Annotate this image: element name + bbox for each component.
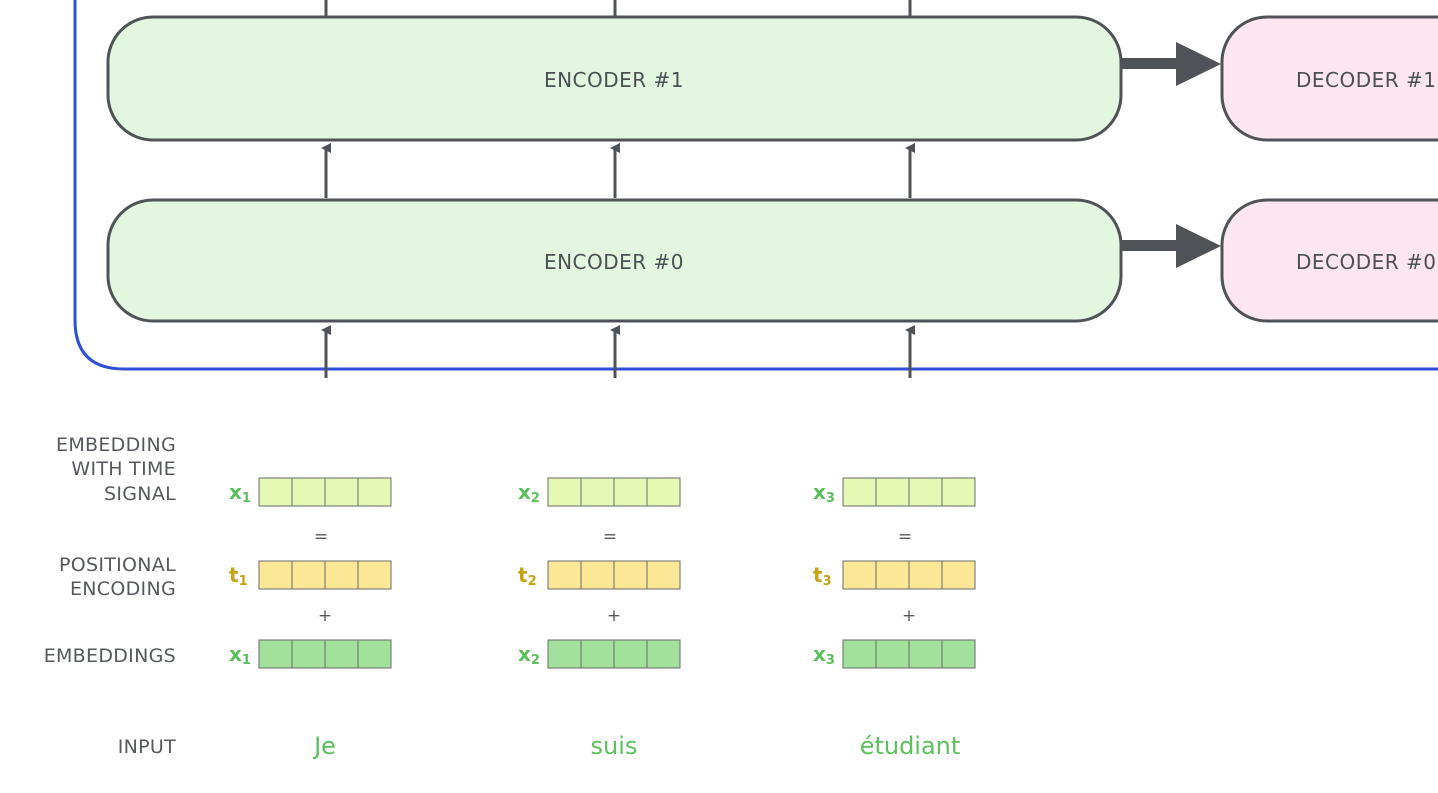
decoder-0-box: DECODER #0 [1220, 198, 1438, 323]
encoder-1-label: ENCODER #1 [544, 68, 684, 92]
encoder-0-to-decoder-0-arrow [1121, 224, 1221, 268]
time-vector-1-cell-2 [291, 477, 326, 507]
equals-sign-1: = [314, 527, 328, 547]
emb-symbol-subscript-1: 1 [242, 653, 251, 668]
emb-symbol-2: x2 [518, 642, 540, 668]
pos-vector-3-cell-4 [941, 560, 976, 590]
emb-vector-2-cell-2 [580, 639, 615, 669]
token-column-1: x1 t1 x1 = + Je [229, 477, 392, 760]
time-vector-2-cell-3 [613, 477, 648, 507]
time-symbol-subscript-1: 1 [242, 491, 251, 506]
encoder-0-box: ENCODER #0 [106, 198, 1123, 323]
time-vector-1-cell-4 [357, 477, 392, 507]
equals-sign-2: = [603, 527, 617, 547]
time-symbol-subscript-2: 2 [531, 491, 540, 506]
emb-vector-2-cell-3 [613, 639, 648, 669]
token-column-2: x2 t2 x2 = + suis [518, 477, 681, 760]
pos-vector-1-cell-2 [291, 560, 326, 590]
row-label-positional-line-1: POSITIONAL [59, 554, 176, 576]
pos-symbol-subscript-2: 2 [528, 574, 537, 589]
time-vector-1-cell-3 [324, 477, 359, 507]
time-symbol-1: x1 [229, 480, 251, 506]
time-vector-3-cell-4 [941, 477, 976, 507]
row-label-time-signal-line-2: WITH TIME [71, 458, 176, 480]
emb-vector-1-cell-3 [324, 639, 359, 669]
input-word-1: Je [312, 732, 336, 760]
row-label-input: INPUT [118, 736, 176, 758]
emb-symbol-subscript-3: 3 [826, 653, 835, 668]
emb-symbol-1: x1 [229, 642, 251, 668]
pos-vector-2-cell-1 [547, 560, 582, 590]
encoder-1-box: ENCODER #1 [106, 15, 1123, 142]
pos-vector-1-cell-3 [324, 560, 359, 590]
input-word-3: étudiant [860, 732, 961, 760]
arrows-into-encoder-0 [321, 325, 915, 378]
row-label-time-signal-line-1: EMBEDDING [56, 434, 176, 456]
emb-vector-3-cell-1 [842, 639, 877, 669]
emb-vector-2-cell-1 [547, 639, 582, 669]
time-symbol-3: x3 [813, 480, 835, 506]
emb-vector-3-cell-3 [908, 639, 943, 669]
time-vector-3-cell-1 [842, 477, 877, 507]
arrows-out-of-encoder-1 [324, 0, 912, 17]
row-label-positional: POSITIONAL ENCODING [59, 554, 176, 600]
pos-symbol-subscript-1: 1 [239, 574, 248, 589]
input-word-2: suis [591, 732, 638, 760]
pos-vector-1-cell-1 [258, 560, 293, 590]
pos-vector-3-cell-1 [842, 560, 877, 590]
time-vector-1-cell-1 [258, 477, 293, 507]
emb-vector-3-cell-2 [875, 639, 910, 669]
emb-vector-1-cell-2 [291, 639, 326, 669]
decoder-1-label: DECODER #1 [1296, 68, 1437, 92]
pos-vector-1-cell-4 [357, 560, 392, 590]
pos-vector-2-cell-4 [646, 560, 681, 590]
plus-sign-2: + [607, 606, 621, 626]
pos-vector-2-cell-3 [613, 560, 648, 590]
emb-symbol-3: x3 [813, 642, 835, 668]
time-vector-2-cell-4 [646, 477, 681, 507]
pos-vector-3-cell-2 [875, 560, 910, 590]
emb-vector-1-cell-1 [258, 639, 293, 669]
row-label-time-signal-line-3: SIGNAL [104, 483, 176, 505]
equals-sign-3: = [898, 527, 912, 547]
pos-symbol-1: t1 [229, 563, 248, 589]
emb-vector-3-cell-4 [941, 639, 976, 669]
time-vector-3-cell-2 [875, 477, 910, 507]
pos-vector-3-cell-3 [908, 560, 943, 590]
plus-sign-3: + [902, 606, 916, 626]
time-symbol-subscript-3: 3 [826, 491, 835, 506]
row-label-positional-line-2: ENCODING [70, 578, 176, 600]
token-column-3: x3 t3 x3 = + étudiant [813, 477, 976, 760]
decoder-1-box: DECODER #1 [1220, 15, 1438, 142]
emb-vector-2-cell-4 [646, 639, 681, 669]
plus-sign-1: + [318, 606, 332, 626]
pos-symbol-2: t2 [518, 563, 537, 589]
encoder-0-label: ENCODER #0 [544, 250, 684, 274]
pos-vector-2-cell-2 [580, 560, 615, 590]
time-vector-3-cell-3 [908, 477, 943, 507]
emb-symbol-subscript-2: 2 [531, 653, 540, 668]
row-label-time-signal: EMBEDDING WITH TIME SIGNAL [56, 434, 176, 505]
time-symbol-2: x2 [518, 480, 540, 506]
time-vector-2-cell-1 [547, 477, 582, 507]
token-columns: x1 t1 x1 = + Je x2 t2 x2 = + suis x3 t3 x3 = + étudiant [229, 477, 976, 760]
arrows-encoder-0-to-1 [321, 143, 915, 198]
time-vector-2-cell-2 [580, 477, 615, 507]
pos-symbol-3: t3 [813, 563, 832, 589]
encoder-1-to-decoder-1-arrow [1121, 42, 1221, 86]
encoder-stack-frame [73, 0, 1438, 371]
decoder-0-label: DECODER #0 [1296, 250, 1437, 274]
pos-symbol-subscript-3: 3 [823, 574, 832, 589]
row-label-embeddings: EMBEDDINGS [44, 645, 176, 667]
emb-vector-1-cell-4 [357, 639, 392, 669]
